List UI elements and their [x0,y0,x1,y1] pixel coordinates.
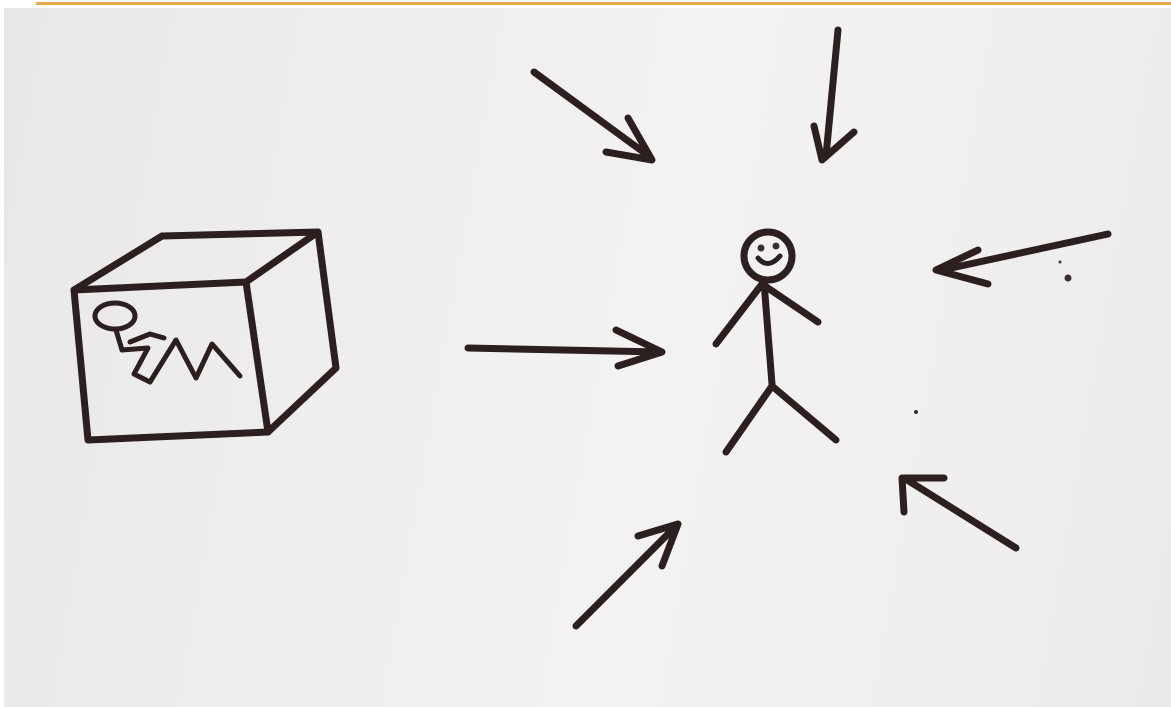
stick-figure-head [744,232,792,280]
stick-figure-drawing [716,232,836,452]
picture-head [95,303,135,329]
arrow-top [814,30,854,160]
picture-box-drawing [74,232,336,440]
picture-arm [130,334,164,342]
stick-figure-legs [726,386,836,452]
stick-figure-left-eye [758,245,765,252]
arrow-bottom-right [902,410,1016,548]
arrow-right [936,234,1108,284]
stick-figure-smile [758,256,780,264]
stick-figure-torso [764,282,772,384]
arrow-from-box [468,330,662,366]
stick-figure-right-eye [773,243,780,250]
arrow-bottom-left [576,524,678,626]
arrow-top-left [534,72,652,160]
